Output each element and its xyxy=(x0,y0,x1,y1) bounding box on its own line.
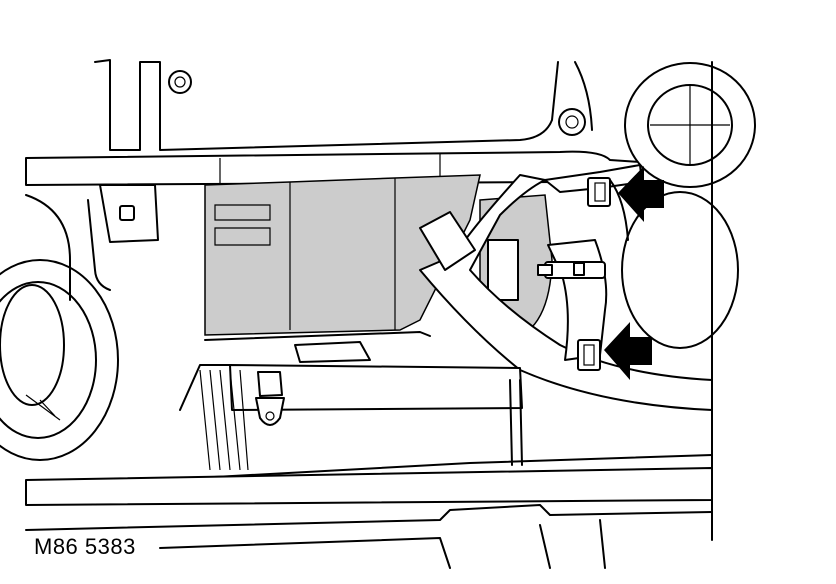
figure-reference-code: M86 5383 xyxy=(34,534,136,559)
lower-fixing-nut xyxy=(577,339,601,371)
upper-fixing-nut xyxy=(587,177,611,207)
lower-strap xyxy=(179,341,523,471)
upper-housing xyxy=(94,59,593,151)
lower-fixing-arrow xyxy=(604,322,652,380)
vertical-hose xyxy=(537,239,608,361)
mounting-bracket xyxy=(87,184,159,291)
lower-frame xyxy=(25,61,713,569)
coolant-hose xyxy=(419,164,713,411)
upper-fixing-arrow xyxy=(618,166,664,222)
strap-hatching xyxy=(199,369,249,471)
left-cylinder-component xyxy=(0,194,119,461)
